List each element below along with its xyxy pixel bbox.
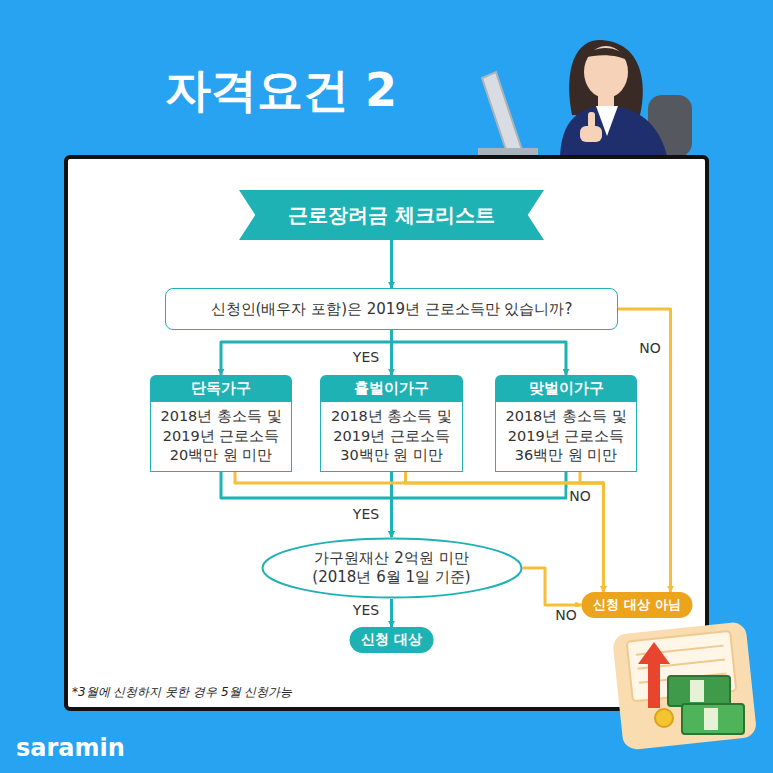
flow-connector: [523, 568, 582, 605]
bill-band: [690, 680, 704, 702]
asset-text: 가구원재산 2억원 미만 (2018년 6월 1일 기준): [303, 549, 481, 588]
edge-label: YES: [351, 602, 381, 618]
brand-logo: saramin: [16, 734, 125, 762]
result-text: 신청 대상 아님: [593, 596, 680, 614]
household-box: 홑벌이가구2018년 총소득 및 2019년 근로소득 30백만 원 미만: [320, 375, 463, 472]
flow-connector: [392, 330, 567, 375]
household-box: 맞벌이가구2018년 총소득 및 2019년 근로소득 36백만 원 미만: [495, 375, 637, 472]
bill-stack: [682, 704, 744, 734]
result-text: 신청 대상: [361, 631, 422, 649]
money-card: [612, 621, 757, 750]
arrow-tip: [638, 642, 670, 664]
hand: [580, 126, 602, 142]
page-title: 자격요건 2: [165, 60, 397, 122]
thumb: [588, 112, 595, 128]
footnote: *3월에 신청하지 못한 경우 5월 신청가능: [72, 684, 292, 701]
edge-label: YES: [351, 506, 381, 522]
banner-title: 근로장려금 체크리스트: [239, 190, 544, 240]
woman: [560, 40, 668, 160]
banner-fill: [239, 190, 544, 240]
box-heading: 맞벌이가구: [495, 375, 637, 402]
edge-label: NO: [567, 488, 593, 504]
asset-ellipse: 가구원재산 2억원 미만 (2018년 6월 1일 기준): [261, 537, 523, 599]
question-box: 신청인(배우자 포함)은 2019년 근로소득만 있습니까?: [165, 288, 618, 330]
flow-connector: [390, 599, 393, 627]
ellipse-outline: [262, 539, 521, 598]
hair: [569, 40, 643, 115]
red-arrow: [638, 642, 670, 708]
coin: [655, 709, 673, 727]
edge-label: NO: [553, 607, 579, 623]
edge-label: NO: [637, 340, 663, 356]
flow-connector: [390, 240, 393, 288]
edge-label: YES: [351, 349, 381, 365]
not-eligible-pill: 신청 대상 아님: [581, 592, 692, 618]
monitor-screen: [482, 72, 522, 156]
monitor: [478, 72, 538, 156]
flow-connector: [392, 472, 567, 537]
box-heading: 홑벌이가구: [320, 375, 463, 402]
question-text: 신청인(배우자 포함)은 2019년 근로소득만 있습니까?: [211, 300, 573, 319]
box-body: 2018년 총소득 및 2019년 근로소득 20백만 원 미만: [150, 402, 292, 472]
money-stacks: [655, 676, 744, 734]
box-body: 2018년 총소득 및 2019년 근로소득 30백만 원 미만: [320, 402, 463, 472]
title-banner: 근로장려금 체크리스트: [239, 190, 544, 240]
household-box: 단독가구2018년 총소득 및 2019년 근로소득 20백만 원 미만: [150, 375, 292, 472]
card-ground: [612, 621, 757, 750]
bill-stack: [668, 676, 730, 706]
box-body: 2018년 총소득 및 2019년 근로소득 36백만 원 미만: [495, 402, 637, 472]
box-heading: 단독가구: [150, 375, 292, 402]
fringe: [584, 48, 630, 62]
flow-connector: [221, 472, 392, 537]
arrow-shaft: [648, 662, 660, 708]
bill-band: [704, 708, 718, 730]
flow-connector: [221, 330, 392, 375]
jacket: [560, 106, 668, 160]
eligible-pill: 신청 대상: [349, 627, 434, 653]
